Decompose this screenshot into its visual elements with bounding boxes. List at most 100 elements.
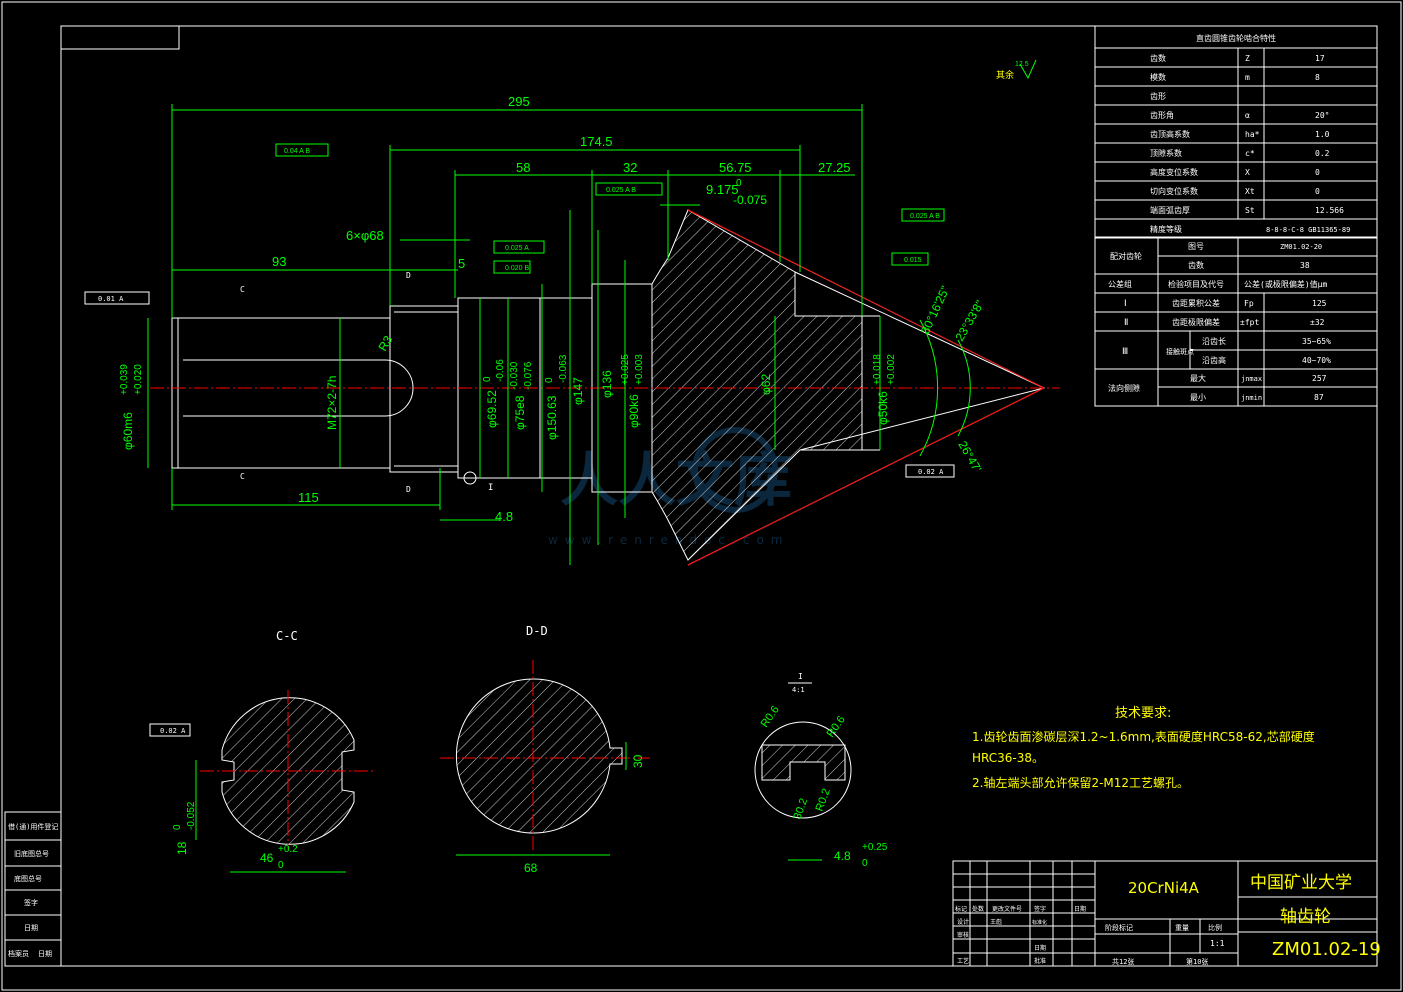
dim-angle-1: 30°16'25": [918, 284, 952, 337]
param-sym: St: [1245, 206, 1255, 215]
g2-sym: ±fpt: [1240, 318, 1259, 327]
tb-scale: 1:1: [1210, 939, 1225, 948]
section-cc-width-tol-lower: 0: [278, 860, 284, 871]
bl-min-sym: jnmin: [1241, 394, 1262, 402]
tb-stage: 阶段标记: [1105, 923, 1133, 932]
param-val: 0: [1315, 168, 1320, 177]
sidebar-r5: 日期: [24, 924, 38, 932]
dim-174: 174.5: [580, 134, 613, 149]
param-sym: c*: [1245, 149, 1255, 158]
dim-4-8: 4.8: [495, 509, 513, 524]
gdt-3: 0.025 A B: [910, 213, 940, 220]
gdt-7: 0.01 A: [98, 295, 124, 303]
param-name: 切向变位系数: [1150, 186, 1198, 196]
detail-i-label: I: [798, 672, 803, 681]
detail-r1: R0.6: [759, 704, 782, 730]
notes-line1: 1.齿轮齿面渗碳层深1.2~1.6mm,表面硬度HRC58-62,芯部硬度: [972, 729, 1315, 744]
tb-drawing-no: ZM01.02-19: [1272, 939, 1381, 960]
detail-b: R0.2: [814, 787, 833, 813]
dim-58: 58: [516, 160, 530, 175]
g3-h: 沿齿长: [1202, 336, 1226, 346]
param-val: 8: [1315, 73, 1320, 82]
param-name: 齿形角: [1150, 110, 1174, 120]
dim-d75-tol-upper: -0.030: [509, 361, 520, 390]
tb-school: 中国矿业大学: [1250, 873, 1352, 893]
section-dd-slot: 30: [631, 754, 645, 768]
sidebar-r7: 日期: [38, 950, 52, 958]
detail-w-tol-upper: +0.25: [862, 842, 888, 853]
dim-d62: φ62: [759, 374, 773, 395]
param-sym: X: [1245, 168, 1250, 177]
g2-item: 齿距极限偏差: [1172, 317, 1220, 327]
gear-cone-section: [651, 209, 863, 561]
top-left-box: [60, 25, 180, 50]
section-cc-depth: 18: [175, 841, 189, 855]
gdt-4: 0.025 A: [505, 245, 529, 252]
param-val: 20°: [1315, 111, 1329, 120]
mating-drawing: 图号: [1188, 242, 1204, 251]
dim-d60-tol-lower: +0.020: [133, 364, 144, 395]
dim-d136: φ136: [600, 370, 614, 398]
param-name: 齿顶高系数: [1150, 129, 1190, 139]
bl-max: 最大: [1190, 373, 1206, 383]
tb-date-cell: 日期: [1034, 944, 1046, 952]
dim-d147: φ147: [571, 377, 585, 405]
dim-d69: φ69.52: [485, 390, 499, 428]
gdt-9: 0.02 A: [160, 727, 186, 735]
mating-teeth: 齿数: [1188, 260, 1204, 270]
dim-d50: φ50k6: [876, 391, 890, 425]
sidebar-r6: 档案员: [8, 949, 29, 958]
bl-max-val: 257: [1312, 374, 1327, 383]
tb-approve: 批准: [1034, 957, 1046, 965]
tb-check: 审核: [957, 931, 969, 939]
g3: Ⅲ: [1122, 347, 1128, 357]
title-block: 标记 处数 更改文件号 签字 日期 设计 王彪 标准化 审核 工艺 批准 20C…: [952, 860, 1381, 967]
param-sym: Xt: [1245, 187, 1255, 196]
param-val: 12.566: [1315, 206, 1344, 215]
dim-115: 115: [298, 490, 319, 505]
section-dd-label: D-D: [526, 624, 548, 638]
dim-9-tol-upper: 0: [736, 178, 742, 189]
dim-32: 32: [623, 160, 637, 175]
tb-weight: 重量: [1175, 924, 1189, 932]
detail-i-scale: 4:1: [792, 686, 805, 694]
backlash-label: 法向侧隙: [1108, 383, 1140, 393]
tol-group: 公差组: [1108, 279, 1132, 289]
detail-w: 4.8: [834, 849, 851, 863]
dim-d90-tol-lower: +0.003: [634, 354, 645, 385]
g1-val: 125: [1312, 299, 1327, 308]
g3-h-val: 35~65%: [1302, 337, 1331, 346]
section-c-bottom: C: [240, 472, 245, 481]
tb-mark: 标记: [955, 905, 967, 913]
tb-doc: 更改文件号: [992, 905, 1022, 913]
g1-item: 齿距累积公差: [1172, 298, 1220, 308]
param-name: 齿形: [1150, 92, 1166, 101]
dim-d90: φ90k6: [627, 394, 641, 428]
g3-v-val: 40~70%: [1302, 356, 1331, 365]
inner-border: [60, 25, 1378, 967]
section-d-top: D: [406, 271, 411, 280]
gdt-1: 0.04 A B: [284, 148, 310, 155]
param-name: 端面弧齿厚: [1150, 205, 1190, 215]
dim-d75-tol-lower: -0.076: [523, 361, 534, 390]
dim-d150: φ150.63: [545, 395, 559, 440]
notes-line2: HRC36-38。: [972, 751, 1044, 765]
param-name: 模数: [1150, 72, 1166, 82]
param-val: 8-8-8-C-8 GB11365-89: [1266, 226, 1350, 234]
bl-max-sym: jnmax: [1241, 375, 1262, 383]
tb-ratio: 比例: [1208, 923, 1222, 932]
param-sym: m: [1245, 73, 1250, 82]
bl-min: 最小: [1190, 393, 1206, 402]
dim-d50-tol-lower: +0.002: [886, 354, 897, 385]
detail-w-tol-lower: 0: [862, 858, 868, 869]
tb-sheet-no: 第10张: [1186, 957, 1208, 966]
g2-val: ±32: [1310, 318, 1325, 327]
tb-count: 处数: [972, 905, 984, 913]
dim-9: 9.175: [706, 182, 739, 197]
detail-i-marker: I: [488, 483, 493, 493]
mating-drawing-val: ZM01.02-20: [1280, 243, 1322, 251]
